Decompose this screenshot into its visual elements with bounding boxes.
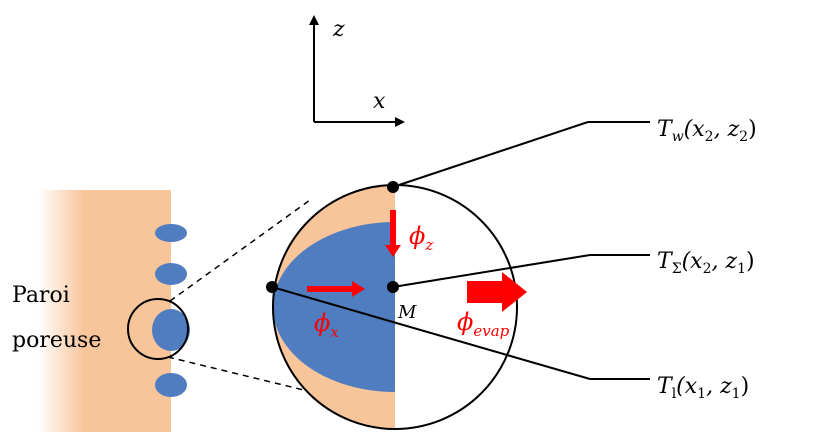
point-m-label: M (397, 302, 417, 323)
phi-evap-arrow (467, 272, 527, 312)
porous-wall: Paroi poreuse (12, 190, 190, 432)
wall-strip (38, 190, 171, 432)
leader-line-tl (271, 286, 591, 380)
pore (155, 373, 187, 397)
leader-line-tsigma (392, 254, 591, 288)
liquid-meniscus (273, 222, 395, 392)
phi-z-label: ϕz (409, 222, 433, 254)
axes: z x (309, 15, 405, 127)
zoom-line-bottom (167, 356, 313, 393)
wall-label-line1: Paroi (12, 283, 70, 308)
zoom-circle-small (127, 298, 189, 360)
point-m (387, 281, 399, 293)
point-liquid (266, 281, 278, 293)
x-axis-label: x (373, 89, 386, 114)
wall-label-line2: poreuse (12, 328, 101, 353)
pore (155, 263, 187, 285)
phi-z-arrow (385, 210, 401, 257)
pore (152, 309, 190, 351)
tw-label: Tw(x2, z2) (657, 117, 757, 145)
pore (155, 224, 187, 242)
leader-line-tw (392, 121, 589, 188)
point-wall (387, 181, 399, 193)
tl-label: Tl(x1, z1) (657, 374, 749, 402)
flux-arrows (307, 210, 527, 312)
phi-x-arrow (307, 281, 365, 297)
z-axis-label: z (332, 17, 345, 42)
phi-evap-label: ϕevap (457, 308, 510, 340)
phi-x-label: ϕx (314, 309, 339, 341)
tsigma-label: TΣ(x2, z1) (657, 249, 755, 277)
zoom-line-top (169, 199, 311, 302)
